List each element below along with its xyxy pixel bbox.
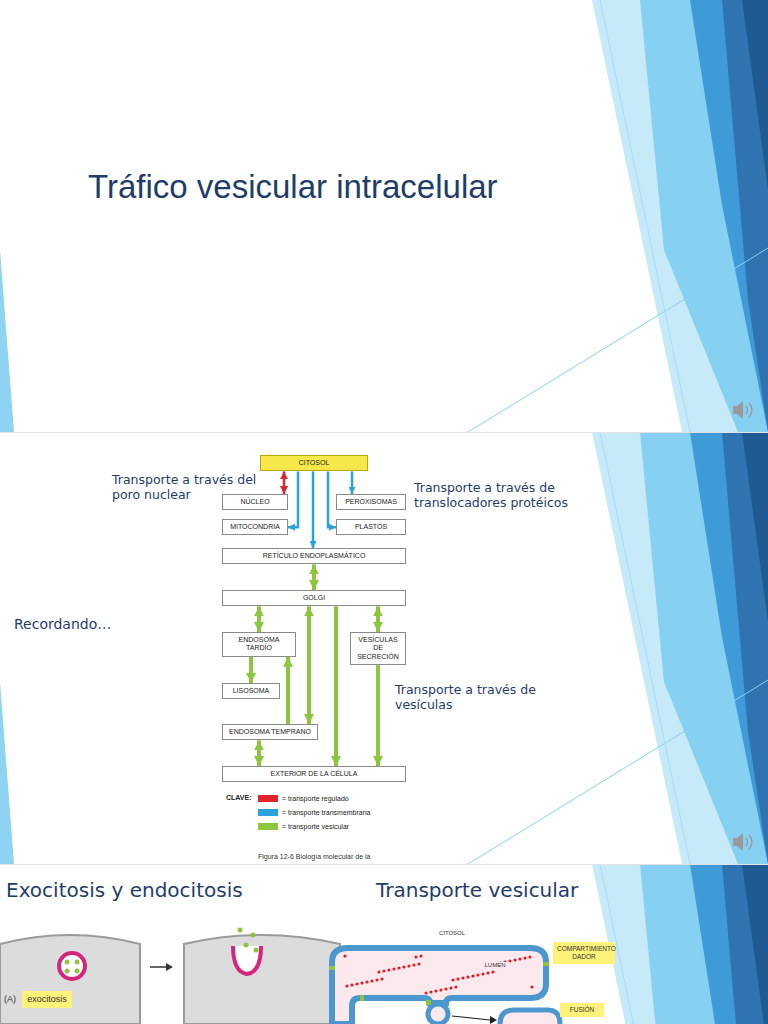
transport-arrow <box>312 471 315 548</box>
box-label: PEROXISOMAS <box>341 498 401 506</box>
slide-heading: Exocitosis y endocitosis <box>6 878 306 902</box>
legend-row: = transporte regulado <box>258 795 349 802</box>
compartment-box: MITOCONDRIA <box>222 519 288 535</box>
box-label: COMPARTIMIENTO DADOR <box>557 945 611 961</box>
highlight-tag: FUSIÓN <box>560 1003 604 1017</box>
legend-text: = transporte vesicular <box>282 823 349 830</box>
highlight-tag: COMPARTIMIENTO DADOR <box>553 942 615 964</box>
callout-note: Transporte a través de vesículas <box>395 682 565 712</box>
box-label: ENDOSOMA TARDÍO <box>227 636 291 653</box>
callout-note: Transporte a través del poro nuclear <box>112 472 260 502</box>
legend-text: = transporte transmembrana <box>282 809 371 816</box>
transport-arrow <box>249 657 253 683</box>
box-label: FUSIÓN <box>564 1006 600 1014</box>
region-label: CITOSOL <box>432 930 472 937</box>
region-label: LUMEN <box>480 962 510 969</box>
box-label: VESÍCULAS DE SECRECIÓN <box>355 636 401 661</box>
box-label: EXTERIOR DE LA CÉLULA <box>227 770 401 778</box>
legend-swatch <box>258 795 278 802</box>
compartment-box: PLASTOS <box>336 519 406 535</box>
transport-arrow <box>288 471 298 527</box>
compartment-box: GOLGI <box>222 590 406 606</box>
transport-arrow <box>307 606 311 724</box>
callout-note: Transporte a través de translocadores pr… <box>414 480 600 510</box>
compartment-box: RETÍCULO ENDOPLASMÁTICO <box>222 548 406 564</box>
transport-arrow <box>283 471 286 494</box>
transport-arrow <box>286 657 290 724</box>
legend-swatch <box>258 809 278 816</box>
box-label: CITOSOL <box>265 459 363 467</box>
transport-arrow <box>376 606 380 632</box>
transport-arrow <box>376 665 380 766</box>
highlight-tag: exocitosis <box>22 991 72 1008</box>
compartment-box: EXTERIOR DE LA CÉLULA <box>222 766 406 782</box>
box-label: exocitosis <box>26 994 68 1005</box>
figure-credit: Figura 12-6 Biología molecular de la <box>258 853 458 861</box>
slide-heading: Transporte vesicular <box>376 878 606 902</box>
box-label: PLASTOS <box>341 523 401 531</box>
legend-swatch <box>258 823 278 830</box>
box-label: ENDOSOMA TEMPRANO <box>227 728 313 736</box>
legend-row: = transporte transmembrana <box>258 809 371 816</box>
donor-compartment-figure <box>329 948 560 1024</box>
transport-arrow <box>334 606 338 766</box>
slide-title: Tráfico vesicular intracelular <box>88 168 608 206</box>
panel-letter: (A) <box>4 994 22 1005</box>
legend-heading: CLAVE: <box>226 794 258 802</box>
compartment-box: ENDOSOMA TEMPRANO <box>222 724 318 740</box>
transport-arrow <box>257 740 261 766</box>
box-label: NÚCLEO <box>227 498 283 506</box>
transport-arrow <box>312 564 316 590</box>
transport-arrow <box>351 471 354 494</box>
legend-row: = transporte vesicular <box>258 823 349 830</box>
compartment-box: ENDOSOMA TARDÍO <box>222 632 296 657</box>
legend-text: = transporte regulado <box>282 795 349 802</box>
compartment-box: VESÍCULAS DE SECRECIÓN <box>350 632 406 665</box>
compartment-box: NÚCLEO <box>222 494 288 510</box>
callout-note: Recordando… <box>14 616 154 633</box>
compartment-box: PEROXISOMAS <box>336 494 406 510</box>
box-label: MITOCONDRIA <box>227 523 283 531</box>
transport-arrow <box>257 606 261 632</box>
compartment-box: CITOSOL <box>260 455 368 471</box>
box-label: GOLGI <box>227 594 401 602</box>
box-label: LISOSOMA <box>227 687 275 695</box>
transport-arrow <box>328 471 336 527</box>
compartment-box: LISOSOMA <box>222 683 280 699</box>
exocytosis-figure <box>0 928 340 1024</box>
box-label: RETÍCULO ENDOPLASMÁTICO <box>227 552 401 560</box>
